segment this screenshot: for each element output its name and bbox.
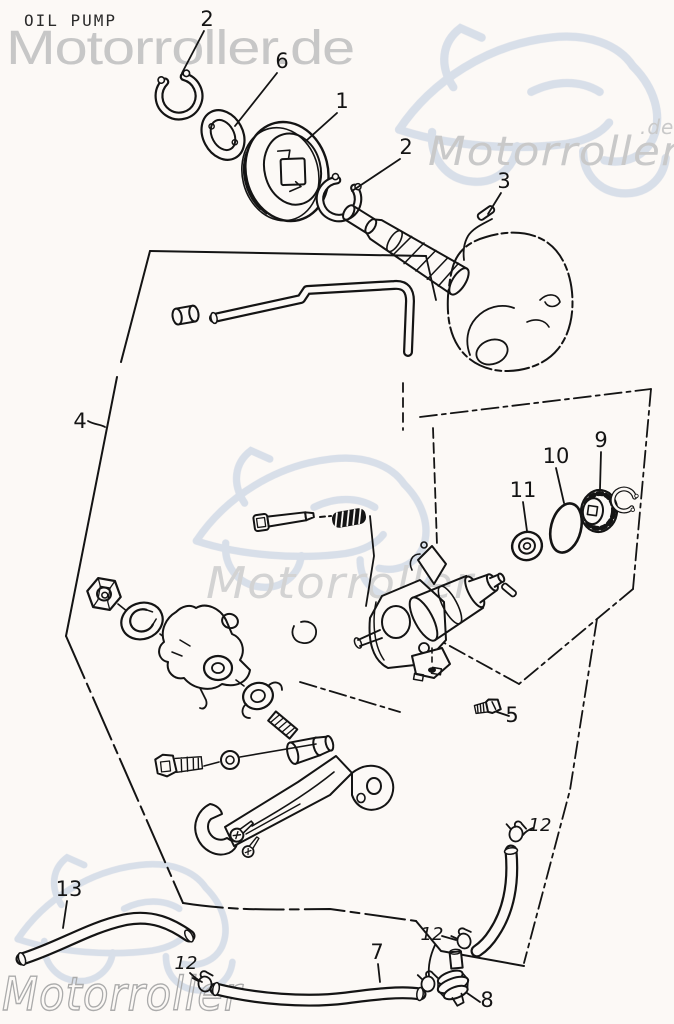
part-gear-9: [579, 488, 619, 534]
part-pipe-bushing: [171, 304, 200, 326]
callouts: 2 6 1 2 3 4 10 9 11 5 12 13 12 7 12 8: [56, 7, 608, 1012]
part-nozzle-8: [436, 948, 470, 1007]
pump-body: [353, 541, 517, 682]
callout-9: 9: [594, 428, 607, 452]
callout-3: 3: [497, 169, 510, 193]
callout-1: 1: [335, 89, 348, 113]
part-spring-washer: [241, 681, 283, 719]
part-control-bracket: [158, 604, 251, 710]
callout-11: 11: [510, 478, 537, 502]
part-screw-5: [473, 698, 502, 715]
watermark-right-text: Motorroller: [428, 129, 674, 175]
part-hose-7: [209, 981, 427, 1007]
part-c-washer: [120, 601, 164, 641]
part-control-lever: [154, 710, 395, 858]
part-roller-11: [510, 530, 544, 562]
part-spring: [331, 507, 367, 529]
callout-10: 10: [543, 444, 570, 468]
boundary-dash-dot-lines: [299, 382, 652, 964]
part-circlip-9: [611, 487, 640, 514]
part-hex-nut: [86, 576, 122, 612]
part-oring-10: [548, 502, 584, 554]
bolt-axis-dash: [319, 515, 332, 518]
part-small-clip: [291, 620, 317, 644]
callout-13: 13: [56, 877, 83, 901]
part-oil-pipe: [209, 279, 415, 357]
callout-4: 4: [73, 409, 86, 433]
part-washer-6: [200, 109, 246, 161]
part-bolt: [252, 511, 315, 533]
part-circlip-2a: [154, 68, 204, 120]
watermark-top-text: Motorroller.de: [6, 22, 354, 75]
callout-12b: 12: [421, 924, 444, 945]
watermark-bottom-text: Motorroller: [2, 967, 244, 1021]
part-hose-13: [15, 911, 196, 967]
callout-6: 6: [275, 49, 288, 73]
diagram-layer: OIL PUMP: [15, 7, 652, 1012]
part-pump-shaft: [342, 204, 470, 296]
callout-12a: 12: [529, 815, 552, 836]
callout-leader-lines: [62, 30, 602, 1003]
watermark-right-suffix: .de: [640, 115, 674, 139]
callout-2b: 2: [399, 135, 412, 159]
callout-5: 5: [505, 703, 518, 727]
spring-leader-line: [365, 515, 375, 607]
pin-retainer-wire: [462, 218, 493, 261]
part-drive-gear-1: [241, 120, 330, 223]
part-hose-vertical: [470, 844, 519, 958]
callout-12c: 12: [175, 953, 198, 974]
part-clamp-12a: [502, 818, 529, 844]
cover-outline-4: [65, 250, 525, 967]
page-title: OIL PUMP: [24, 11, 117, 30]
axis-link-3: [235, 679, 245, 687]
callout-2a: 2: [200, 7, 213, 31]
callout-8: 8: [480, 988, 493, 1012]
callout-7: 7: [370, 940, 383, 964]
crankcase-outline: [446, 231, 574, 372]
